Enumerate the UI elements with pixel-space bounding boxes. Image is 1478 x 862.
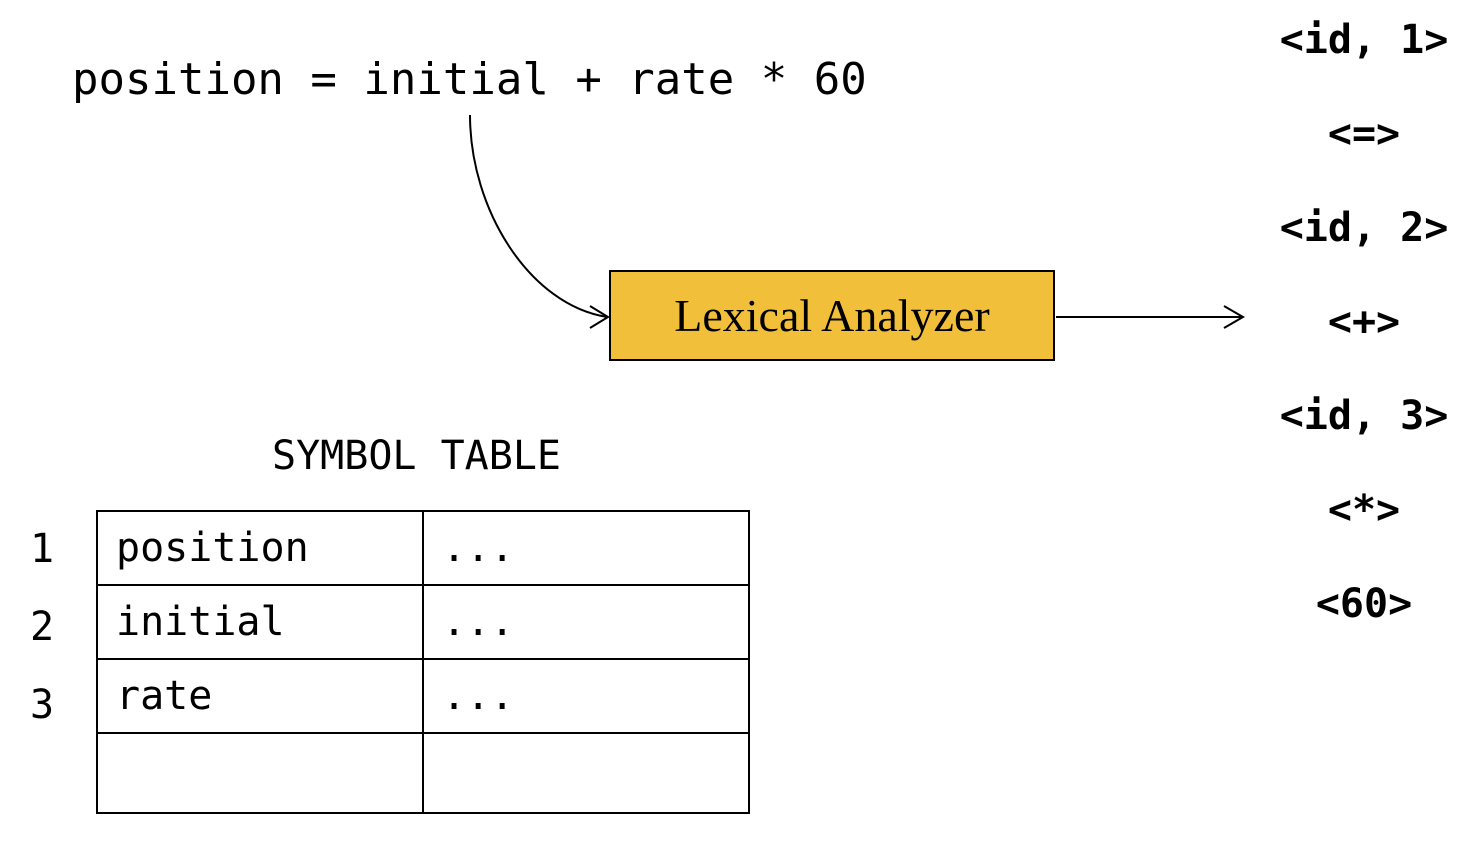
token: <id, 3> [1279,393,1449,439]
token-stream: <id, 1> <=> <id, 2> <+> <id, 3> <*> <60> [1250,10,1478,668]
row-index [30,744,70,822]
row-index: 1 [30,526,55,572]
output-arrowhead [1223,305,1245,329]
source-statement: position = initial + rate * 60 [72,54,867,105]
token: <id, 1> [1279,17,1449,63]
table-row: initial ... [96,584,750,660]
token: <=> [1327,111,1401,157]
symbol-name-cell [96,732,424,814]
lexical-analyzer-label: Lexical Analyzer [674,290,990,341]
input-arrowhead [589,305,610,329]
token: <60> [1315,581,1413,627]
token: <*> [1327,487,1401,533]
table-row: position ... [96,510,750,586]
symbol-name-cell: rate [96,658,424,734]
input-arrow [469,114,608,318]
lexical-analyzer-box: Lexical Analyzer [609,270,1055,361]
table-row: rate ... [96,658,750,734]
symbol-info-cell: ... [422,510,750,586]
symbol-info-cell: ... [422,584,750,660]
symbol-info-cell: ... [422,658,750,734]
symbol-info-cell [422,732,750,814]
row-index: 2 [30,604,55,650]
table-row [96,732,750,814]
symbol-name-cell: position [96,510,424,586]
symbol-name-cell: initial [96,584,424,660]
symbol-table-title: SYMBOL TABLE [272,433,561,479]
token: <id, 2> [1279,205,1449,251]
symbol-table-index-column: 1 2 3 [30,510,70,822]
row-index: 3 [30,682,55,728]
symbol-table: position ... initial ... rate ... [96,510,750,814]
token: <+> [1327,299,1401,345]
